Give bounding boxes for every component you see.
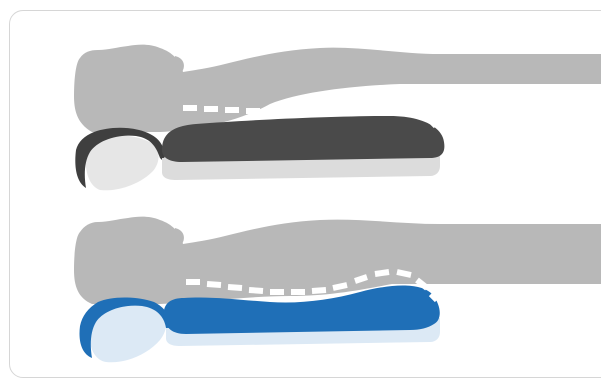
bottom-body-silhouette xyxy=(74,217,601,304)
bottom-panel xyxy=(74,217,601,363)
top-panel xyxy=(74,45,601,191)
